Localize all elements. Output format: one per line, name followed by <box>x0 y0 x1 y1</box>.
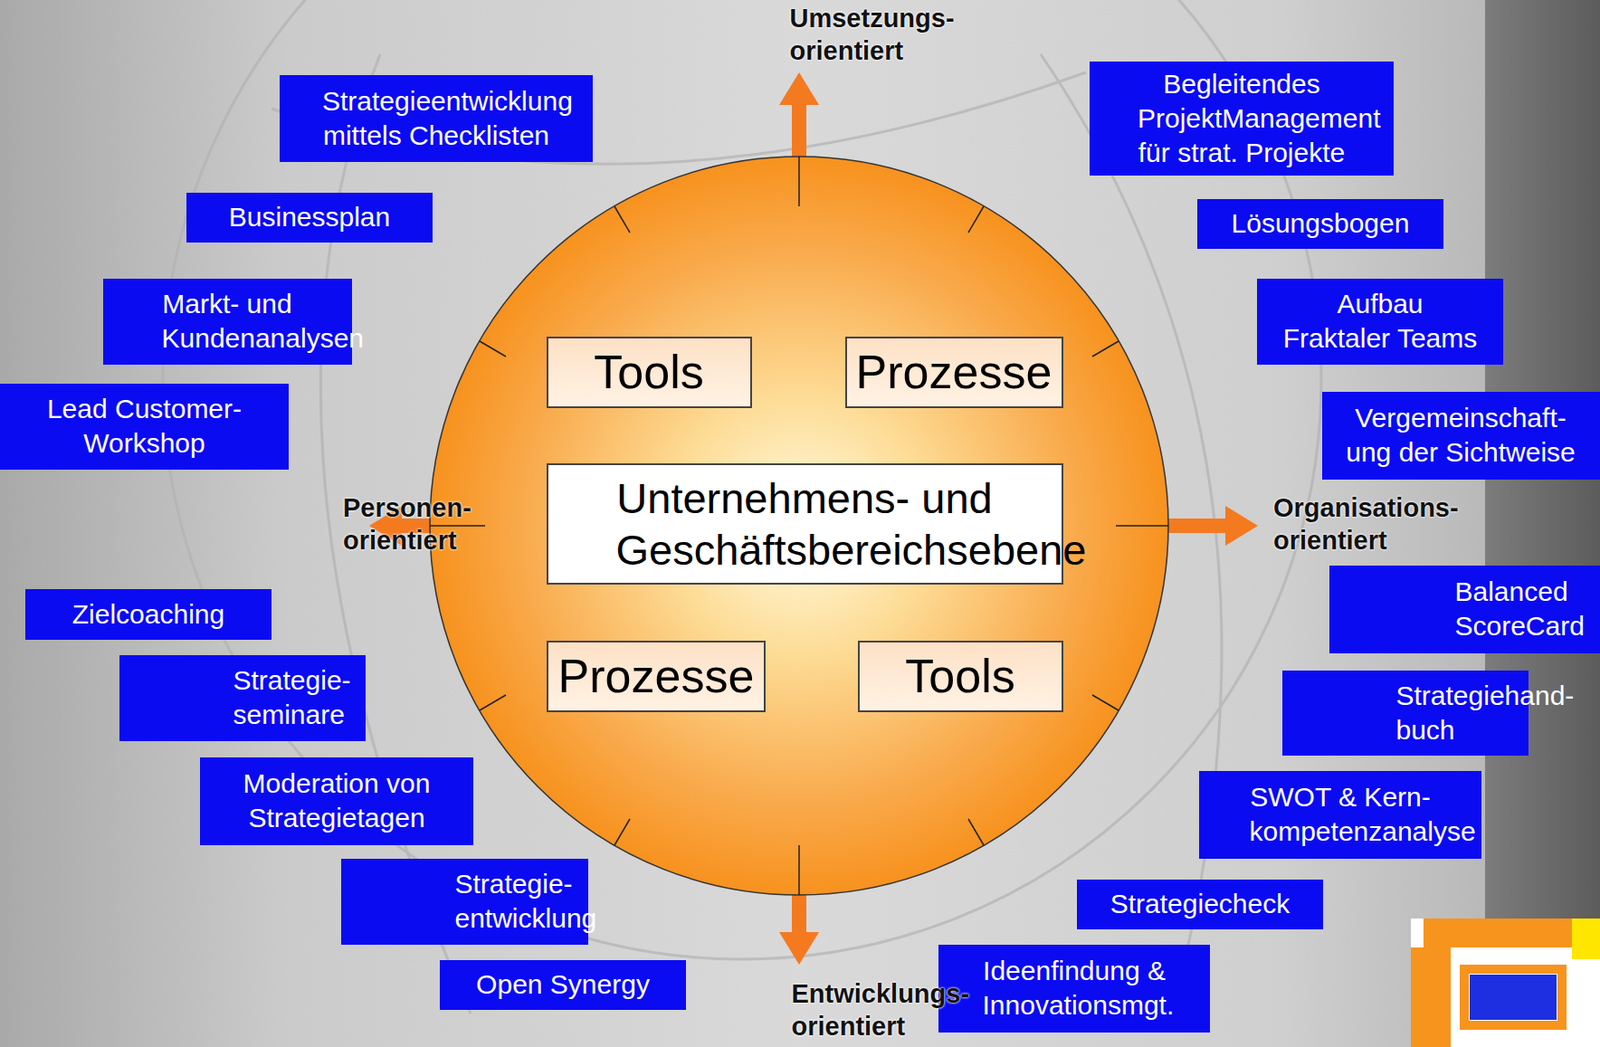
tick <box>479 695 506 711</box>
service-box: Lead Customer- Workshop <box>0 383 289 470</box>
tick <box>1092 341 1119 357</box>
box-text: Strategiecheck <box>1110 886 1290 922</box>
tick <box>614 819 630 846</box>
level-box: Unternehmens- und Geschäftsbereichsebene <box>546 463 1064 585</box>
service-box: Lösungsbogen <box>1197 199 1444 249</box>
box-text: Strategie- entwicklung <box>455 866 475 936</box>
box-text: Lösungsbogen <box>1231 206 1410 241</box>
service-box: Strategie- seminare <box>119 655 366 742</box>
tick <box>968 206 984 233</box>
box-text: Strategiehand- buch <box>1396 678 1416 748</box>
axis-label: Umsetzungs- orientiert <box>790 1 810 67</box>
service-box: Strategie- entwicklung <box>341 858 589 945</box>
tick <box>429 524 486 527</box>
box-text: Markt- und Kundenanalysen <box>161 286 294 356</box>
box-text: Strategieentwicklung mittels Checklisten <box>322 84 551 153</box>
box-text: Open Synergy <box>476 967 650 1002</box>
circle-box: Tools <box>857 640 1064 713</box>
box-text: Unternehmens- und Geschäftsbereichsebene <box>616 472 994 576</box>
service-box: Strategiehand- buch <box>1282 670 1529 756</box>
box-text: Prozesse <box>558 648 755 704</box>
circle-box: Prozesse <box>546 640 766 713</box>
side-band <box>1485 0 1600 1047</box>
circle-box: Prozesse <box>845 336 1064 409</box>
service-box: Zielcoaching <box>25 589 272 640</box>
logo-block <box>1469 974 1557 1020</box>
box-text: Strategie- seminare <box>233 663 253 733</box>
tick <box>1092 695 1119 711</box>
tick <box>479 341 506 357</box>
tick <box>968 819 984 846</box>
axis-arrow <box>779 885 820 965</box>
circle-box: Tools <box>546 336 753 409</box>
service-box: Ideenfindung & Innovationsmgt. <box>938 944 1210 1033</box>
tick <box>614 206 630 233</box>
service-box: Balanced ScoreCard <box>1329 565 1600 654</box>
service-box: Moderation von Strategietagen <box>200 757 474 846</box>
box-text: Aufbau Fraktaler Teams <box>1282 286 1478 356</box>
sketch-arc <box>271 72 1086 164</box>
logo-frame <box>1464 969 1562 1026</box>
service-box: Begleitendes ProjektManagement für strat… <box>1089 61 1394 176</box>
tick <box>798 156 800 207</box>
company-logo <box>1410 918 1600 1047</box>
box-text: Ideenfindung & Innovationsmgt. <box>982 953 1167 1023</box>
axis-arrows <box>369 72 1258 965</box>
orange-circle <box>429 156 1169 896</box>
box-text: Begleitendes ProjektManagement für strat… <box>1137 66 1346 171</box>
logo-column <box>1410 947 1451 1047</box>
box-text: Tools <box>593 344 704 400</box>
tick <box>798 845 800 896</box>
service-box: Markt- und Kundenanalysen <box>103 278 353 365</box>
service-box: Vergemeinschaft- ung der Sichtweise <box>1322 391 1600 480</box>
box-text: Vergemeinschaft- ung der Sichtweise <box>1345 400 1577 470</box>
service-box: Businessplan <box>186 192 433 243</box>
service-box: Strategieentwicklung mittels Checklisten <box>279 75 593 162</box>
logo-square <box>1571 918 1600 960</box>
box-text: Zielcoaching <box>72 597 225 632</box>
axis-label: Organisations- orientiert <box>1273 491 1293 557</box>
logo-bar <box>1423 918 1572 948</box>
circle-ticks <box>429 156 1169 896</box>
box-text: Prozesse <box>856 344 1053 400</box>
service-box: Aufbau Fraktaler Teams <box>1257 278 1504 365</box>
box-text: Moderation von Strategietagen <box>242 766 431 836</box>
axis-arrow <box>779 72 820 168</box>
box-text: Tools <box>904 648 1015 704</box>
axis-label: Entwicklungs- orientiert <box>791 977 811 1043</box>
tick <box>1115 524 1169 527</box>
axis-arrow <box>1158 505 1258 546</box>
service-box: SWOT & Kern- kompetenzanalyse <box>1199 771 1482 859</box>
box-text: Balanced ScoreCard <box>1455 574 1475 644</box>
service-box: Strategiecheck <box>1076 879 1324 930</box>
axis-label: Personen- orientiert <box>342 491 362 557</box>
service-box: Open Synergy <box>439 960 686 1010</box>
box-text: Lead Customer- Workshop <box>46 391 243 461</box>
box-text: SWOT & Kern- kompetenzanalyse <box>1249 780 1432 849</box>
box-text: Businessplan <box>228 200 391 235</box>
logo-ground <box>1410 918 1600 1047</box>
